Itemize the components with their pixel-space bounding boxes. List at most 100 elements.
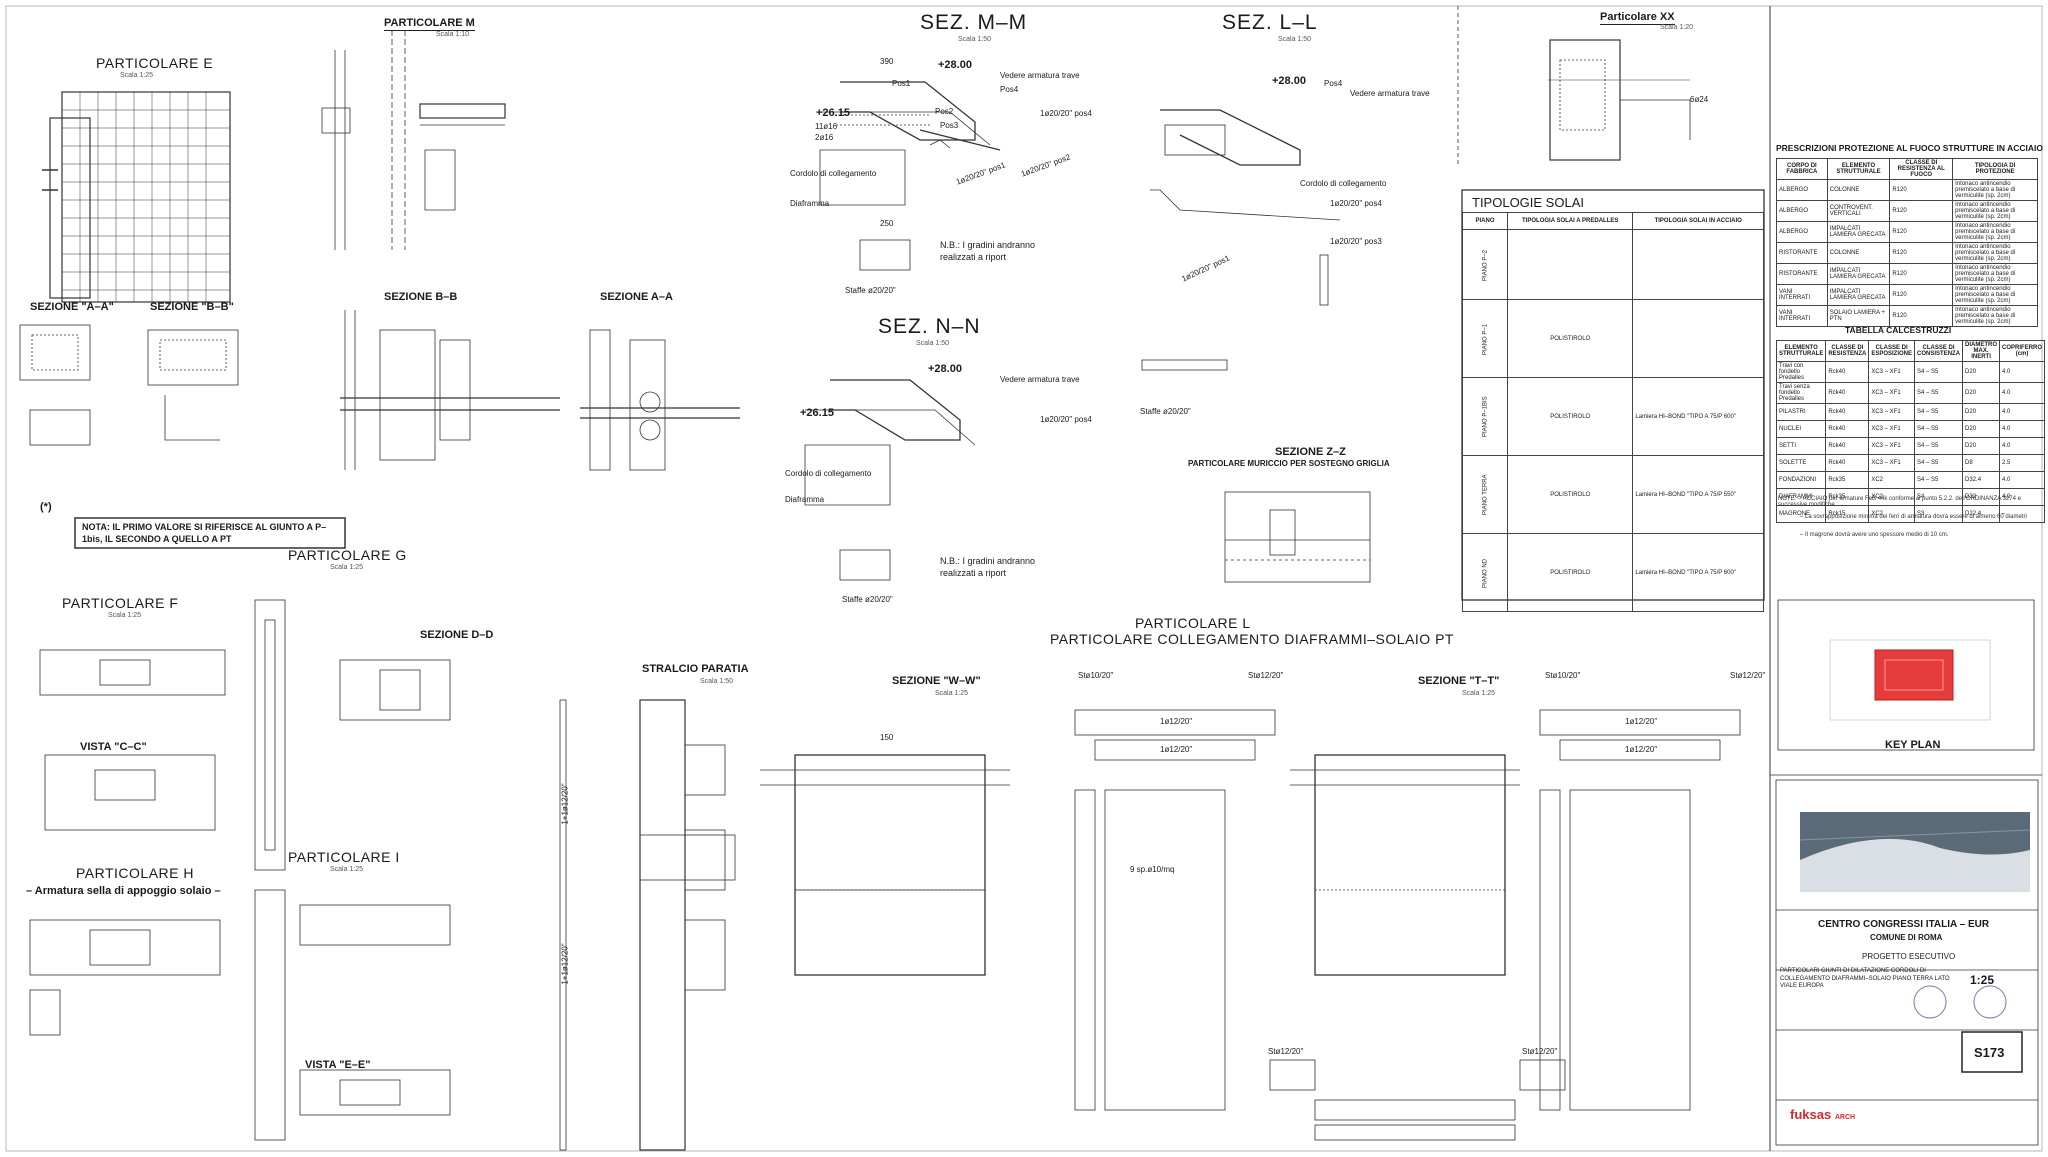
fuoco-cell: Intonaco antincendio premiscelato a base… xyxy=(1952,284,2038,306)
rebar-stralcio-1: 1+1ø12/20" xyxy=(560,783,570,825)
solai-row-piano: PIANO P–1BIS xyxy=(1462,377,1508,456)
cls-cell: D20 xyxy=(1962,361,2001,383)
solai-row-steel: Lamiera HI–BOND "TIPO A 75/P 550" xyxy=(1632,455,1764,534)
mesh-ww: 9 sp.ø10/mq xyxy=(1130,865,1175,874)
pos1-mm: Pos1 xyxy=(892,79,911,88)
cls-header: COPRIFERRO (cm) xyxy=(1999,340,2046,362)
title-particolare-g: PARTICOLARE G xyxy=(288,547,407,563)
fuoco-cell: ALBERGO xyxy=(1776,221,1828,243)
scale-particolare-i: Scala 1:25 xyxy=(330,866,364,873)
cls-title: TABELLA CALCESTRUZZI xyxy=(1845,325,1952,335)
cls-cell: S3 xyxy=(1914,505,1964,523)
label-nb-mm: N.B.: I gradini andranno realizzati a ri… xyxy=(940,240,1036,262)
key-plan-label: KEY PLAN xyxy=(1885,739,1941,751)
stirrup-ww-1: Stø10/20" xyxy=(1078,671,1114,680)
nota-star: (*) xyxy=(40,501,52,513)
cls-cell: Rck40 xyxy=(1825,361,1870,383)
cls-cell: S4 – S5 xyxy=(1914,361,1964,383)
nota-text: NOTA: IL PRIMO VALORE SI RIFERISCE AL GI… xyxy=(82,522,327,544)
cls-cell: 2.5 xyxy=(1999,454,2046,472)
title-sez-nn: SEZ. N–N xyxy=(878,315,981,338)
title-sezione-dd: SEZIONE D–D xyxy=(420,629,494,641)
cls-cell: S4 – S5 xyxy=(1914,437,1964,455)
fuoco-cell: Intonaco antincendio premiscelato a base… xyxy=(1952,200,2038,222)
label-staffe-nn: Staffe ø20/20" xyxy=(842,595,893,604)
pos3-mm: Pos3 xyxy=(940,121,959,130)
rebar-pos4-nn: 1ø20/20" pos4 xyxy=(1040,415,1092,424)
cls-header: CLASSE DI RESISTENZA xyxy=(1825,340,1870,362)
project-phase: PROGETTO ESECUTIVO xyxy=(1862,952,1956,961)
cls-cell: S4 – S5 xyxy=(1914,454,1964,472)
cls-cell: Rck40 xyxy=(1825,382,1870,404)
project-name: CENTRO CONGRESSI ITALIA – EUR xyxy=(1818,919,1990,930)
cls-cell: 4.0 xyxy=(1999,437,2046,455)
fuoco-title: PRESCRIZIONI PROTEZIONE AL FUOCO STRUTTU… xyxy=(1776,143,2043,153)
scale-sezione-tt: Scala 1:25 xyxy=(1462,690,1496,697)
solai-row-steel xyxy=(1632,229,1764,300)
stirrup-ww-2: Stø12/20" xyxy=(1248,671,1284,680)
pos4-ll: Pos4 xyxy=(1324,79,1343,88)
fuoco-cell: VANI INTERRATI xyxy=(1776,305,1828,327)
cls-cell: DIAFRAMMI xyxy=(1775,488,1827,506)
fuoco-cell: VANI INTERRATI xyxy=(1776,284,1828,306)
solai-row-predalles: POLISTIROLO xyxy=(1506,455,1634,534)
scale-sezione-ww: Scala 1:25 xyxy=(935,690,969,697)
scale-particolare-g: Scala 1:25 xyxy=(330,564,364,571)
fuoco-cell: IMPALCATI LAMIERA GRECATA xyxy=(1826,284,1891,306)
fuoco-header: CLASSE DI RESISTENZA AL FUOCO xyxy=(1889,158,1954,180)
dim-390: 390 xyxy=(880,57,894,66)
cls-cell: D22.4 xyxy=(1962,505,2001,523)
title-sezione-bb: SEZIONE B–B xyxy=(384,291,458,303)
solai-header-acciaio: TIPOLOGIA SOLAI IN ACCIAIO xyxy=(1632,212,1764,230)
solai-header-piano: PIANO xyxy=(1462,212,1508,230)
cls-cell: Rck40 xyxy=(1825,454,1870,472)
fuoco-cell: R120 xyxy=(1889,305,1954,327)
cls-cell: S4 – S5 xyxy=(1914,420,1964,438)
fuoco-cell: Intonaco antincendio premiscelato a base… xyxy=(1952,179,2038,201)
scale-sez-nn: Scala 1:50 xyxy=(916,340,950,347)
dim-150-ww: 150 xyxy=(880,733,894,742)
cls-cell: D20 xyxy=(1962,403,2001,421)
label-vedere-ll: Vedere armatura trave xyxy=(1350,89,1430,98)
title-particolare-h: PARTICOLARE H xyxy=(76,865,195,881)
scale-particolare-m: Scala 1:10 xyxy=(436,31,470,38)
solai-row-steel: Lamiera HI–BOND "TIPO A 75/P 600" xyxy=(1632,533,1764,612)
firm-name: fuksas xyxy=(1790,1107,1832,1122)
project-comune: COMUNE DI ROMA xyxy=(1870,933,1943,942)
label-nb-nn: N.B.: I gradini andranno realizzati a ri… xyxy=(940,556,1036,578)
cls-table: ELEMENTO STRUTTURALE CLASSE DI RESISTENZ… xyxy=(1775,340,2046,523)
level-2615-nn: +26.15 xyxy=(800,407,834,419)
cls-cell: S4 – S5 xyxy=(1914,403,1964,421)
cls-cell: XC3 – XF1 xyxy=(1868,403,1916,421)
solai-row-piano: PIANO P–2 xyxy=(1462,229,1508,300)
fuoco-cell: ALBERGO xyxy=(1776,179,1828,201)
solai-header-predalles: TIPOLOGIA SOLAI A PREDALLES xyxy=(1506,212,1634,230)
fuoco-header: TIPOLOGIA DI PROTEZIONE xyxy=(1952,158,2038,180)
label-cordolo-mm: Cordolo di collegamento xyxy=(790,169,877,178)
cls-header: CLASSE DI CONSISTENZA xyxy=(1914,340,1964,362)
cls-cell: SETTI xyxy=(1775,437,1827,455)
title-sezione-aa: SEZIONE A–A xyxy=(600,291,673,303)
fuoco-cell: RISTORANTE xyxy=(1776,263,1828,285)
solai-row-predalles: POLISTIROLO xyxy=(1506,299,1634,378)
scale-particolare-e: Scala 1:25 xyxy=(120,72,154,79)
stirrup-tt-4: Stø12/20" xyxy=(1522,1047,1558,1056)
fuoco-cell: COLONNE xyxy=(1826,179,1891,201)
cls-note-1: NOTE: – ACCIAIO per armature FeB 44k con… xyxy=(1778,496,2021,508)
label-cordolo-nn: Cordolo di collegamento xyxy=(785,469,872,478)
level-2800: +28.00 xyxy=(938,59,972,71)
level-2800-nn: +28.00 xyxy=(928,363,962,375)
cls-header: DIAMETRO MAX. INERTI xyxy=(1962,340,2001,362)
cls-header: CLASSE DI ESPOSIZIONE xyxy=(1868,340,1916,362)
fuoco-cell: R120 xyxy=(1889,221,1954,243)
fuoco-table: CORPO DI FABBRICA ELEMENTO STRUTTURALE C… xyxy=(1776,158,2038,327)
bars-11f16: 11ø16 xyxy=(815,122,838,131)
